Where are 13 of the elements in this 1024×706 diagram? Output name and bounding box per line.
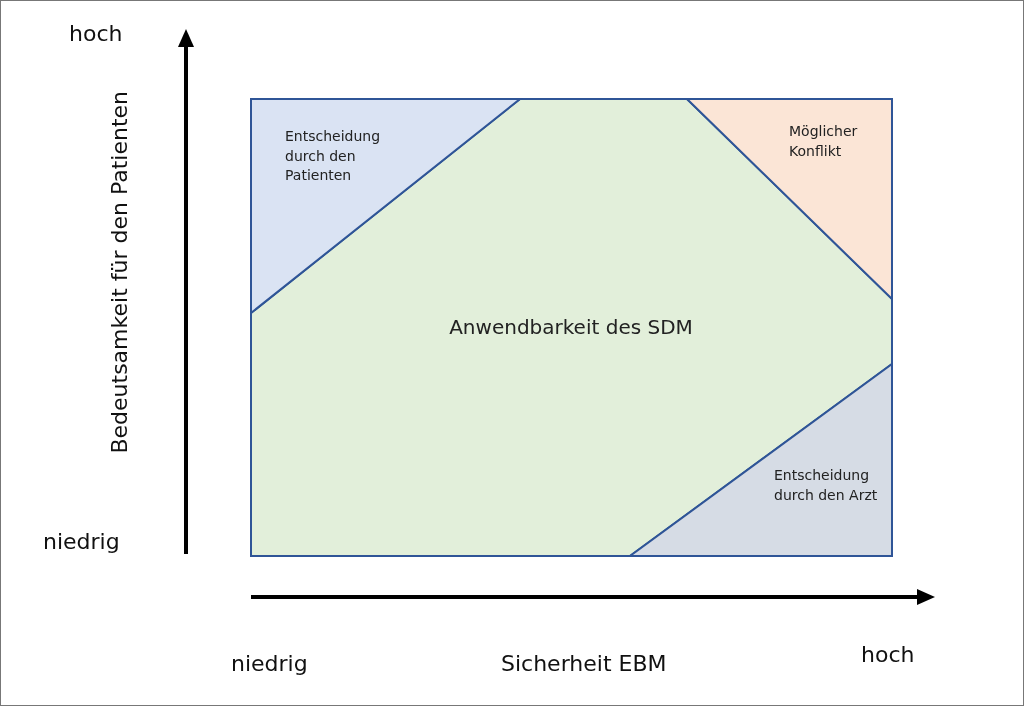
region-label: Anwendbarkeit des SDM: [448, 314, 694, 341]
axis-end-label: niedrig: [231, 651, 308, 676]
region-label: Entscheidung durch den Arzt: [774, 466, 879, 505]
axis-end-label: hoch: [861, 642, 915, 667]
axis-title: Sicherheit EBM: [501, 651, 667, 676]
axis-end-label: hoch: [69, 21, 123, 46]
polygon-region: [251, 99, 892, 556]
triangle-region: [251, 99, 520, 313]
axis-end-label: niedrig: [43, 529, 120, 554]
region-label: Möglicher Konflikt: [789, 122, 859, 161]
triangle-region: [687, 99, 892, 299]
region-label: Entscheidung durch den Patienten: [285, 127, 382, 186]
axis-title: Bedeutsamkeit für den Patienten: [107, 91, 132, 454]
